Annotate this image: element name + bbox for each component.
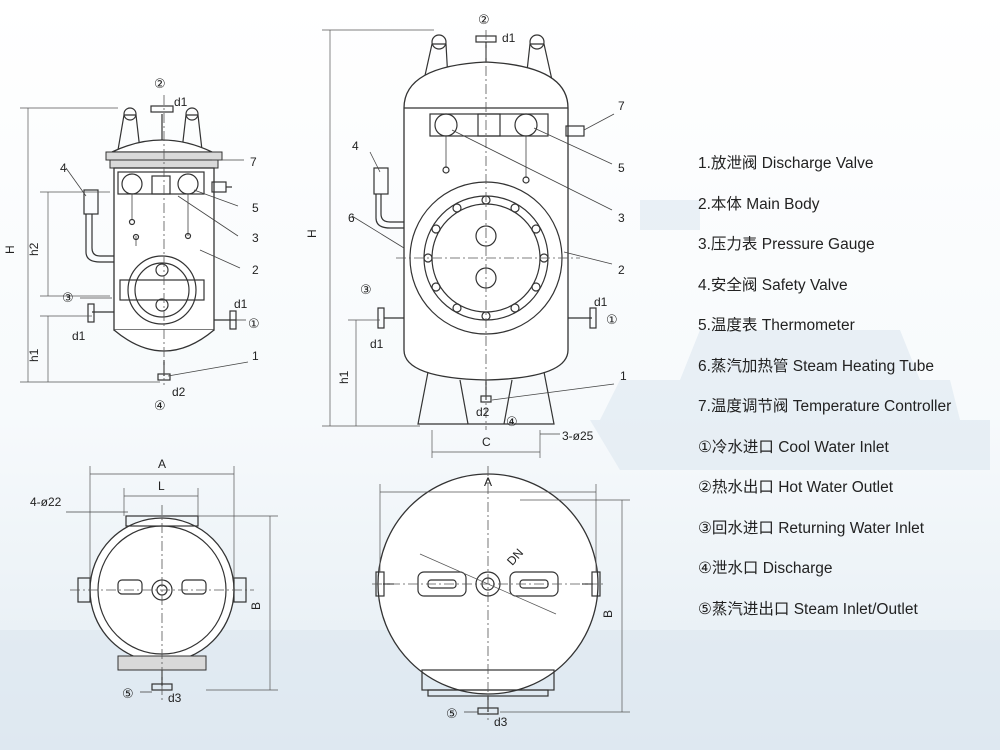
legend-item: ①冷水进口 Cool Water Inlet (698, 438, 889, 456)
mark-c2-small: ② (154, 76, 166, 91)
dim-L-small: L (158, 479, 165, 493)
mark-3-small: 3 (252, 231, 259, 245)
legend-item: ④泄水口 Discharge (698, 560, 833, 577)
mark-6-large: 6 (348, 211, 355, 225)
component-legend: 1.放泄阀 Discharge Valve 2.本体 Main Body 3.压… (698, 154, 1000, 640)
legend-item: ③回水进口 Returning Water Inlet (698, 519, 925, 537)
dim-h1-small: h1 (27, 348, 41, 362)
mark-2-large: 2 (618, 263, 625, 277)
mark-5-small: 5 (252, 201, 259, 215)
dim-H-large: H (305, 229, 319, 238)
legend-item: 4.安全阀 Safety Valve (698, 276, 848, 294)
dim-H-small: H (3, 245, 17, 254)
dim-A-large: A (484, 475, 492, 489)
large-heater-front-view (322, 29, 615, 458)
drawing-labels: ② d1 4 7 5 3 2 1 d1 ① ③ d1 ④ d2 H h2 h1 … (3, 12, 627, 729)
large-heater-top-view (372, 466, 630, 720)
mark-7-small: 7 (250, 155, 257, 169)
mark-5-large: 5 (618, 161, 625, 175)
mark-d1-small-top: d1 (174, 95, 188, 109)
mark-4-small: 4 (60, 161, 67, 175)
dim-B-large: B (601, 610, 615, 618)
dim-h1-large: h1 (337, 370, 351, 384)
mark-1-large: 1 (620, 369, 627, 383)
mark-c4-small: ④ (154, 398, 166, 413)
mark-c5-large: ⑤ (446, 706, 458, 721)
legend-item: 3.压力表 Pressure Gauge (698, 236, 875, 253)
mark-d1-large-right: d1 (594, 295, 608, 309)
dim-A-small: A (158, 457, 166, 471)
legend-item: ⑤蒸汽进出口 Steam Inlet/Outlet (698, 600, 918, 618)
mark-d1-small-right: d1 (234, 297, 248, 311)
mark-1-small: 1 (252, 349, 259, 363)
mark-c3-large: ③ (360, 282, 372, 297)
legend-item: 1.放泄阀 Discharge Valve (698, 155, 874, 172)
mark-d1-large-left: d1 (370, 337, 384, 351)
dim-holes-small: 4-ø22 (30, 495, 62, 509)
dim-holes-large: 3-ø25 (562, 429, 594, 443)
mark-d1-large-top: d1 (502, 31, 516, 45)
mark-c1-large: ① (606, 312, 618, 327)
dim-B-small: B (249, 602, 263, 610)
mark-3-large: 3 (618, 211, 625, 225)
mark-d3-small: d3 (168, 691, 182, 705)
mark-d2-small: d2 (172, 385, 186, 399)
mark-c4-large: ④ (506, 414, 518, 429)
legend-item: 7.温度调节阀 Temperature Controller (698, 398, 952, 415)
mark-d2-large: d2 (476, 405, 490, 419)
mark-2-small: 2 (252, 263, 259, 277)
mark-c1-small: ① (248, 316, 260, 331)
mark-d1-small-left: d1 (72, 329, 86, 343)
mark-c3-small: ③ (62, 290, 74, 305)
small-heater-top-view (66, 466, 278, 700)
small-heater-front-view (20, 95, 249, 385)
dim-C-large: C (482, 435, 491, 449)
legend-item: 2.本体 Main Body (698, 195, 820, 213)
mark-c5-small: ⑤ (122, 686, 134, 701)
mark-4-large: 4 (352, 139, 359, 153)
dim-h2-small: h2 (27, 242, 41, 256)
legend-item: ②热水出口 Hot Water Outlet (698, 479, 894, 496)
mark-7-large: 7 (618, 99, 625, 113)
mark-d3-large: d3 (494, 715, 508, 729)
mark-c2-large: ② (478, 12, 490, 27)
legend-item: 5.温度表 Thermometer (698, 317, 855, 334)
legend-item: 6.蒸汽加热管 Steam Heating Tube (698, 357, 935, 375)
